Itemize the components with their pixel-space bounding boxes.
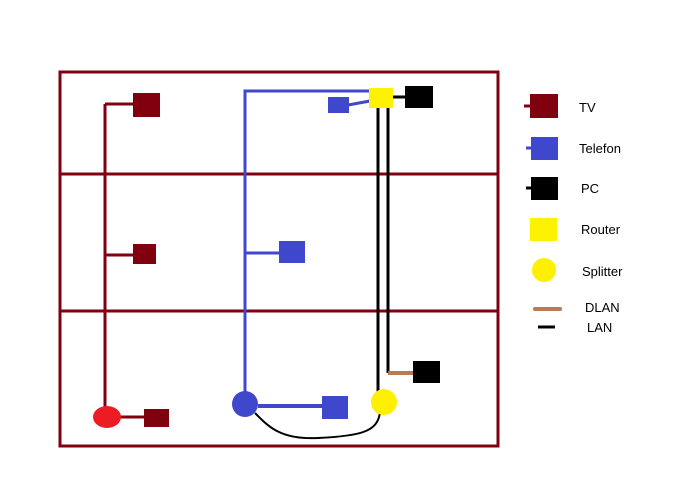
telefon-top-floor <box>328 97 349 113</box>
tv-splitter <box>93 406 121 428</box>
legend-tv-swatch <box>530 94 558 118</box>
splitter <box>371 389 397 415</box>
legend-pc-label: PC <box>581 181 599 196</box>
telefon-splitter <box>232 391 258 417</box>
telefon-cable-top <box>347 99 371 107</box>
legend-lan-label: LAN <box>587 320 612 335</box>
tv-ground-floor <box>144 409 169 427</box>
tv-top-floor <box>133 93 160 117</box>
telefon-ground-floor <box>322 396 348 419</box>
tv-network <box>93 93 169 428</box>
pc-ground-floor <box>413 361 440 383</box>
legend-router-label: Router <box>581 222 621 237</box>
legend-tv-label: TV <box>579 100 596 115</box>
telefon-riser-cable <box>243 89 377 402</box>
legend-router-swatch <box>530 218 557 241</box>
pc-top-floor <box>405 86 433 108</box>
legend-telefon-swatch <box>531 137 558 160</box>
legend-telefon-label: Telefon <box>579 141 621 156</box>
telefon-middle-floor <box>279 241 305 263</box>
legend-splitter-label: Splitter <box>582 264 623 279</box>
tv-middle-floor <box>133 244 156 264</box>
building-outline <box>58 70 500 448</box>
router <box>369 88 393 108</box>
legend-splitter-swatch <box>532 258 556 282</box>
lan-network <box>254 86 440 440</box>
legend-dlan-label: DLAN <box>585 300 620 315</box>
legend: TV Telefon PC Router Splitter DLAN LAN <box>524 94 623 335</box>
telefon-network <box>232 89 377 419</box>
legend-pc-swatch <box>531 177 558 200</box>
lan-cable-splitter-loop <box>254 411 381 440</box>
building <box>58 70 500 448</box>
